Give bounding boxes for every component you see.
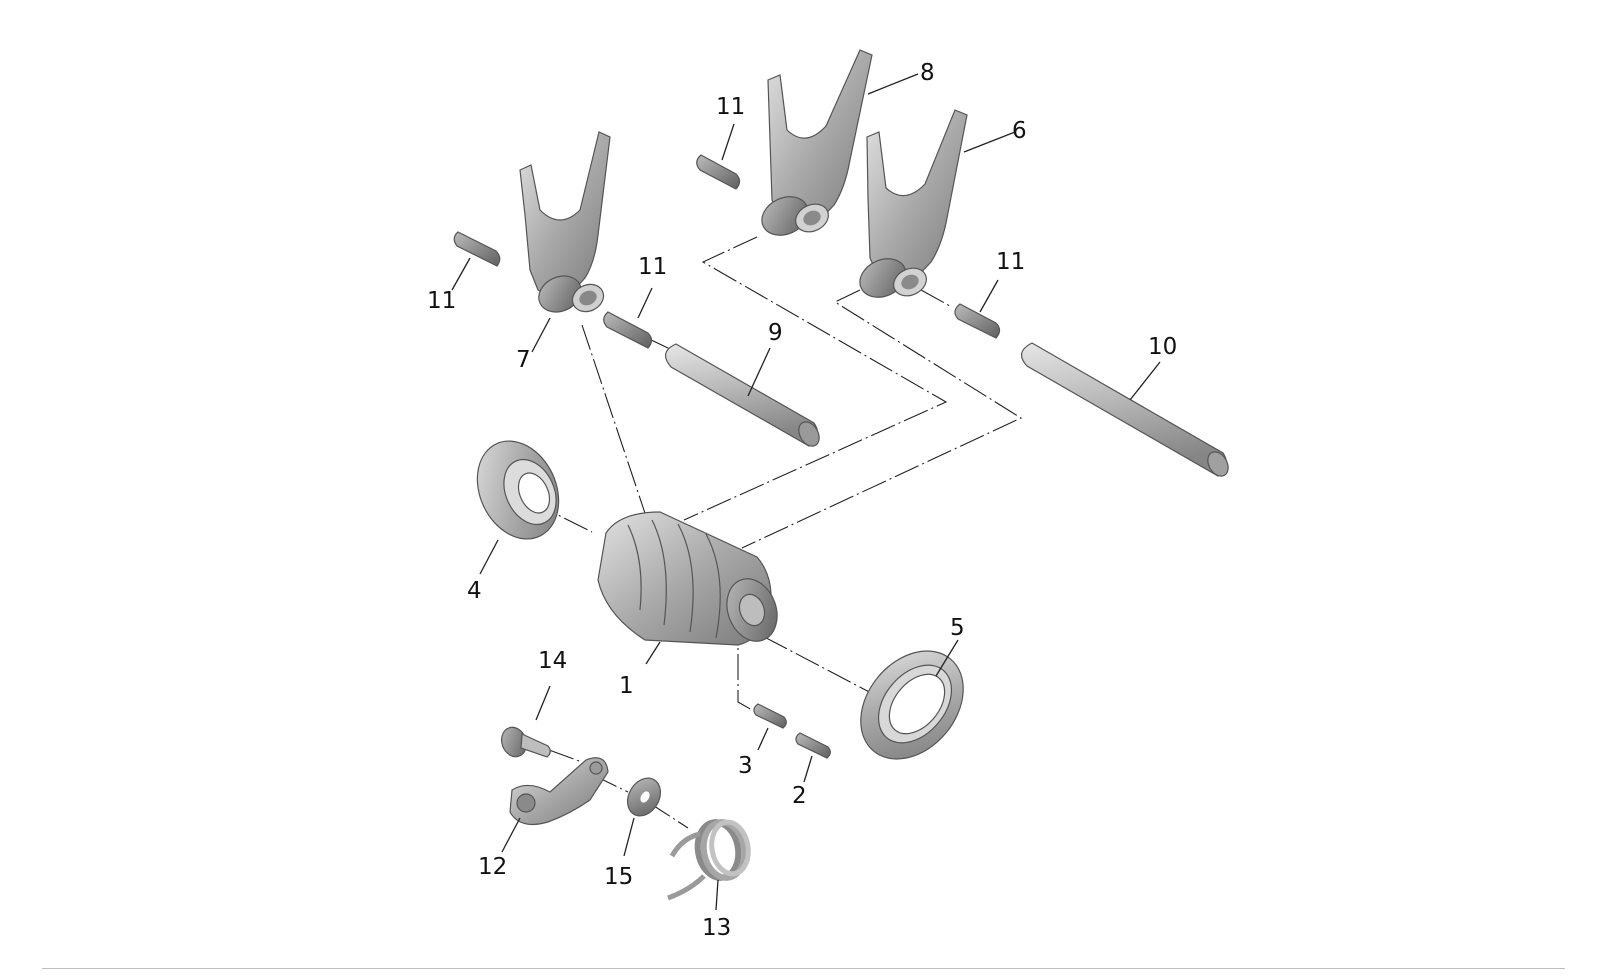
- leader-lines: [451, 73, 1161, 911]
- callout-6: 6: [1012, 118, 1027, 144]
- callout-11-mid-left: 11: [638, 254, 667, 280]
- part-13-spring: [667, 819, 751, 901]
- callout-13: 13: [702, 915, 731, 941]
- callout-2: 2: [792, 783, 807, 809]
- callout-12: 12: [478, 854, 507, 880]
- callout-8: 8: [920, 60, 935, 86]
- callout-11-top: 11: [716, 94, 745, 120]
- part-1-shift-drum: [597, 511, 778, 646]
- pin-11-mid-left: [603, 311, 653, 349]
- callout-labels: 1 2 3 4 5 6 7 8 9 10 11 11 11 11 12 13 1…: [427, 60, 1177, 941]
- callout-15: 15: [604, 864, 633, 890]
- part-11-pins: [453, 154, 1001, 349]
- part-14-bolt: [501, 726, 551, 758]
- footer-divider: [42, 968, 1565, 969]
- part-2-pin: [795, 732, 831, 759]
- callout-10: 10: [1148, 334, 1177, 360]
- callout-7: 7: [516, 347, 531, 373]
- part-7-shift-fork: [519, 131, 611, 313]
- part-3-pin: [753, 703, 787, 729]
- part-4-bearing: [476, 440, 560, 540]
- callout-11-left: 11: [427, 288, 456, 314]
- callout-5: 5: [950, 615, 965, 641]
- pin-11-right: [954, 303, 1001, 339]
- pin-11-left: [453, 231, 501, 267]
- part-12-detent-lever: [509, 757, 609, 825]
- part-8-shift-fork: [761, 49, 873, 236]
- part-6-shift-fork: [859, 109, 968, 298]
- part-5-bearing: [860, 650, 964, 760]
- callout-1: 1: [619, 673, 634, 699]
- callout-4: 4: [467, 578, 482, 604]
- part-15-washer: [627, 777, 661, 817]
- part-9-shift-rod: [665, 343, 820, 447]
- pin-11-top: [696, 154, 741, 190]
- callout-14: 14: [538, 648, 567, 674]
- part-10-shift-rod: [1021, 342, 1229, 477]
- callout-9: 9: [768, 320, 783, 346]
- callout-11-right: 11: [996, 249, 1025, 275]
- callout-3: 3: [738, 753, 753, 779]
